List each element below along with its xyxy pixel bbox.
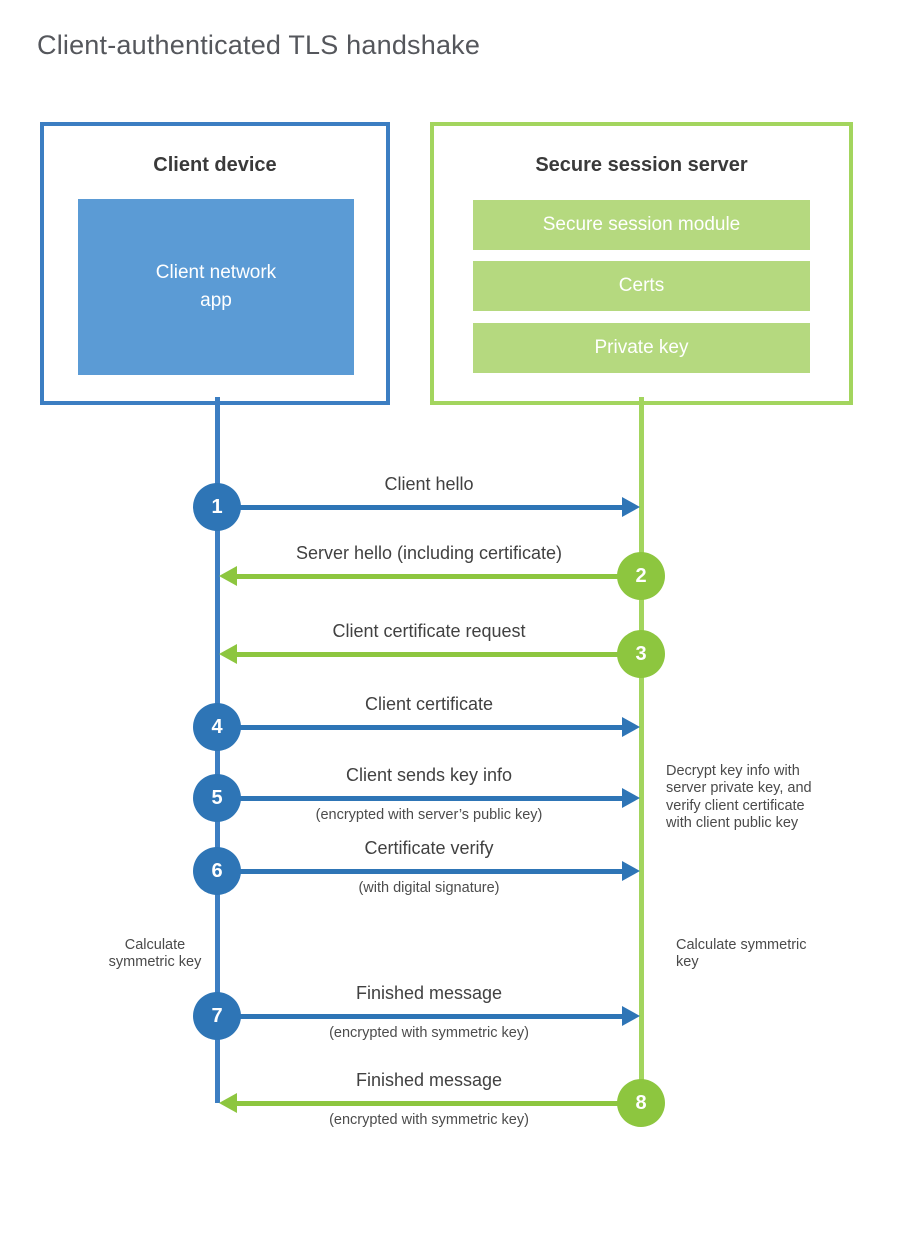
step-6-certificate-verify: 6 Certificate verify (with digital signa… xyxy=(0,838,900,896)
message-sublabel: (encrypted with symmetric key) xyxy=(329,1025,529,1041)
message-label: Client certificate xyxy=(364,694,494,714)
message-label: Certificate verify xyxy=(364,838,494,858)
arrow-shaft xyxy=(217,868,624,874)
arrow-right-icon xyxy=(622,861,640,881)
arrow-shaft xyxy=(236,573,641,579)
arrow-shaft xyxy=(217,504,624,510)
arrow-right-icon xyxy=(622,497,640,517)
arrow-right-icon xyxy=(622,788,640,808)
arrow-right-icon xyxy=(622,1006,640,1026)
note-decrypt-key-info: Decrypt key info with server private key… xyxy=(666,763,812,832)
step-number-badge: 5 xyxy=(193,774,241,822)
arrow-shaft xyxy=(217,724,624,730)
message-label: Client sends key info xyxy=(345,765,513,785)
server-module-private-key: Private key xyxy=(473,323,810,373)
server-module-secure-session: Secure session module xyxy=(473,200,810,250)
server-title: Secure session server xyxy=(535,154,748,176)
message-sublabel: (encrypted with symmetric key) xyxy=(329,1112,529,1128)
message-label: Server hello (including certificate) xyxy=(295,543,563,563)
arrow-left-icon xyxy=(219,644,237,664)
step-3-client-certificate-request: 3 Client certificate request xyxy=(0,621,900,679)
arrow-shaft xyxy=(236,651,641,657)
step-number-badge: 8 xyxy=(617,1079,665,1127)
step-4-client-certificate: 4 Client certificate xyxy=(0,694,900,752)
step-number-badge: 7 xyxy=(193,992,241,1040)
step-number-badge: 1 xyxy=(193,483,241,531)
message-label: Finished message xyxy=(355,983,503,1003)
step-8-finished-message-server: 8 Finished message (encrypted with symme… xyxy=(0,1070,900,1128)
server-lifeline xyxy=(638,397,644,1103)
message-sublabel: (with digital signature) xyxy=(358,880,500,896)
page-title: Client-authenticated TLS handshake xyxy=(37,30,481,60)
step-1-client-hello: 1 Client hello xyxy=(0,474,900,532)
step-number-badge: 6 xyxy=(193,847,241,895)
message-label: Finished message xyxy=(355,1070,503,1090)
note-calculate-symmetric-key-server: Calculate symmetric key xyxy=(676,937,807,971)
client-device-title: Client device xyxy=(153,154,277,176)
step-number-badge: 3 xyxy=(617,630,665,678)
arrow-left-icon xyxy=(219,566,237,586)
arrow-shaft xyxy=(236,1100,641,1106)
step-7-finished-message-client: 7 Finished message (encrypted with symme… xyxy=(0,983,900,1041)
step-2-server-hello: 2 Server hello (including certificate) xyxy=(0,543,900,601)
client-network-app-box: Client network app xyxy=(78,199,354,375)
arrow-shaft xyxy=(217,1013,624,1019)
step-number-badge: 2 xyxy=(617,552,665,600)
arrow-left-icon xyxy=(219,1093,237,1113)
message-label: Client hello xyxy=(384,474,474,494)
step-number-badge: 4 xyxy=(193,703,241,751)
note-calculate-symmetric-key-client: Calculate symmetric key xyxy=(108,937,202,971)
arrow-right-icon xyxy=(622,717,640,737)
arrow-shaft xyxy=(217,795,624,801)
message-sublabel: (encrypted with server’s public key) xyxy=(315,807,543,823)
server-module-certs: Certs xyxy=(473,261,810,311)
message-label: Client certificate request xyxy=(332,621,526,641)
step-5-client-sends-key-info: 5 Client sends key info (encrypted with … xyxy=(0,765,900,823)
